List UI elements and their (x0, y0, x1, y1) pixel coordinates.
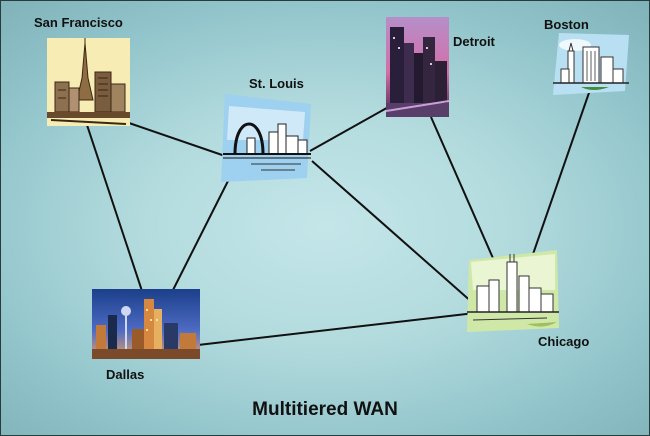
city-label-dallas: Dallas (106, 367, 145, 382)
diagram-caption: Multitiered WAN (252, 399, 398, 420)
link-sanfrancisco-stlouis (128, 122, 229, 158)
link-stlouis-chicago (311, 160, 483, 312)
link-detroit-chicago (430, 116, 497, 266)
city-label-boston: Boston (544, 17, 589, 32)
link-dallas-chicago (197, 312, 476, 346)
st-louis-image (221, 94, 311, 182)
link-stlouis-detroit (309, 104, 393, 152)
link-sanfrancisco-dallas (86, 124, 143, 292)
boston-image (553, 33, 629, 95)
city-label-chicago: Chicago (538, 334, 590, 349)
dallas-image (92, 289, 200, 359)
city-label-st-louis: St. Louis (249, 76, 304, 91)
san-francisco-image (47, 38, 130, 126)
link-boston-chicago (531, 86, 592, 258)
link-stlouis-dallas (172, 178, 230, 291)
chicago-image (467, 250, 559, 332)
city-label-san-francisco: San Francisco (34, 15, 123, 30)
city-label-detroit: Detroit (453, 34, 495, 49)
detroit-image (386, 17, 449, 117)
